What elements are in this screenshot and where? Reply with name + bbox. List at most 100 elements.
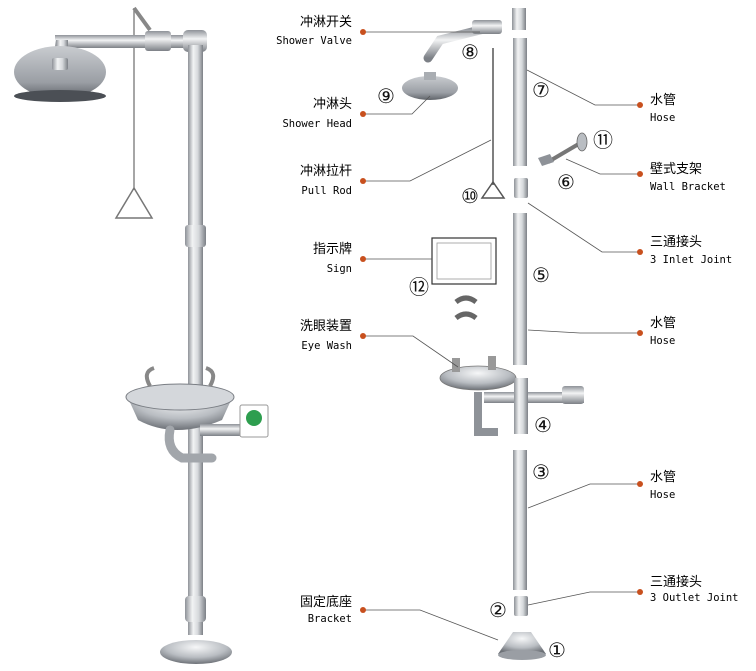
label-inlet-joint: 三通接头 3 Inlet Joint [650, 234, 732, 266]
label-hose-top: 水管 Hose [650, 93, 676, 124]
callout-7: ⑦ [532, 78, 550, 102]
part-sign [431, 237, 497, 285]
label-hose-mid: 水管 Hose [650, 316, 676, 347]
part-wall-bracket-plate [576, 132, 588, 152]
callout-5: ⑤ [532, 263, 550, 287]
eyewash-nozzle-right [205, 366, 216, 387]
part-hose-7 [513, 38, 527, 166]
svg-text:⑤: ⑤ [532, 263, 550, 287]
base-joint [185, 596, 206, 622]
top-horizontal-pipe [55, 35, 205, 48]
svg-text:Hose: Hose [650, 489, 675, 501]
base-foot [160, 640, 232, 664]
part-top-elbow [512, 8, 526, 30]
svg-text:⑧: ⑧ [461, 40, 479, 64]
svg-text:三通接头: 三通接头 [650, 234, 702, 250]
leader-dots [360, 29, 643, 613]
callout-10: ⑩ [461, 184, 479, 208]
label-outlet-joint: 三通接头 3 Outlet Joint [650, 574, 739, 604]
svg-text:水管: 水管 [650, 316, 676, 331]
svg-text:①: ① [548, 638, 566, 662]
assembled-unit [14, 6, 269, 664]
part-eyewash-nozzle-right [488, 356, 496, 370]
svg-text:Bracket: Bracket [308, 613, 352, 625]
svg-text:洗眼装置: 洗眼装置 [300, 319, 352, 334]
label-shower-valve: 冲淋开关 Shower Valve [276, 15, 352, 47]
callout-9: ⑨ [377, 84, 395, 108]
callout-3: ③ [532, 460, 550, 484]
part-outlet-joint [514, 596, 528, 616]
part-eyewash-nozzle-left [452, 358, 460, 372]
part-inlet-joint [514, 178, 528, 198]
part-wall-bracket-arm [546, 140, 584, 164]
svg-text:三通接头: 三通接头 [650, 574, 702, 590]
main-vertical-pipe [188, 45, 203, 635]
part-eyewash-side-pipe [484, 392, 584, 403]
svg-text:②: ② [489, 598, 507, 622]
callout-6: ⑥ [557, 170, 575, 194]
exploded-parts [402, 8, 588, 660]
callout-8: ⑧ [461, 40, 479, 64]
part-sign-inner [436, 242, 492, 280]
svg-text:⑪: ⑪ [593, 128, 613, 152]
label-sign: 指示牌 Sign [313, 241, 352, 275]
svg-text:Shower Head: Shower Head [282, 118, 352, 130]
svg-text:冲淋头: 冲淋头 [313, 97, 352, 112]
shower-head-face [14, 90, 106, 102]
part-eyewash-bowl [439, 365, 517, 391]
part-base [498, 632, 546, 654]
svg-text:④: ④ [534, 413, 552, 437]
eyewash-drain-pipe [164, 425, 217, 463]
part-wall-bracket-clamp [538, 154, 554, 166]
part-shower-valve [472, 20, 502, 34]
part-shower-head [402, 76, 458, 100]
svg-text:Wall Bracket: Wall Bracket [650, 181, 726, 193]
svg-text:③: ③ [532, 460, 550, 484]
pull-rod-triangle [114, 186, 154, 219]
label-pull-rod: 冲淋拉杆 Pull Rod [300, 164, 352, 197]
shower-head-neck [52, 58, 68, 70]
svg-text:指示牌: 指示牌 [313, 241, 352, 257]
part-shower-head-neck [424, 72, 436, 80]
svg-text:Shower Valve: Shower Valve [276, 35, 352, 47]
leader-lines [363, 31, 640, 641]
svg-text:Pull Rod: Pull Rod [301, 185, 352, 197]
shower-head [14, 46, 106, 98]
svg-text:冲淋拉杆: 冲淋拉杆 [300, 164, 352, 179]
svg-text:固定底座: 固定底座 [300, 594, 352, 610]
svg-text:壁式支架: 壁式支架 [650, 162, 702, 177]
svg-text:Hose: Hose [650, 335, 675, 347]
label-bracket: 固定底座 Bracket [300, 594, 352, 625]
part-base-foot [498, 650, 546, 660]
label-wall-bracket: 壁式支架 Wall Bracket [650, 162, 726, 193]
svg-text:⑦: ⑦ [532, 78, 550, 102]
part-eyewash-drain [474, 392, 498, 436]
svg-text:⑫: ⑫ [409, 275, 429, 299]
callout-1: ① [548, 638, 566, 662]
svg-text:Eye Wash: Eye Wash [301, 340, 352, 352]
label-eye-wash: 洗眼装置 Eye Wash [300, 319, 352, 352]
eyewash-bowl-rim [125, 383, 235, 411]
svg-text:3 Outlet Joint: 3 Outlet Joint [650, 592, 739, 604]
part-hose-3 [513, 450, 527, 590]
svg-text:冲淋开关: 冲淋开关 [300, 15, 352, 30]
label-shower-head: 冲淋头 Shower Head [282, 97, 352, 130]
label-hose-low: 水管 Hose [650, 470, 676, 501]
part-pull-rod-triangle [480, 180, 506, 199]
part-eyewash-valve [562, 386, 584, 404]
eyewash-nozzle-left [144, 366, 155, 387]
valve-lever [132, 6, 152, 32]
part-eyewash-tee [514, 378, 528, 434]
svg-text:⑥: ⑥ [557, 170, 575, 194]
svg-text:水管: 水管 [650, 93, 676, 108]
callout-11: ⑪ [593, 128, 613, 152]
shower-valve-body [145, 31, 171, 51]
svg-text:3 Inlet Joint: 3 Inlet Joint [650, 254, 732, 266]
pipe-coupling [185, 225, 206, 247]
eyewash-side-pipe [200, 424, 244, 436]
callout-12: ⑫ [409, 275, 429, 299]
part-hose-5 [513, 213, 527, 365]
svg-text:水管: 水管 [650, 470, 676, 485]
svg-text:Hose: Hose [650, 112, 675, 124]
